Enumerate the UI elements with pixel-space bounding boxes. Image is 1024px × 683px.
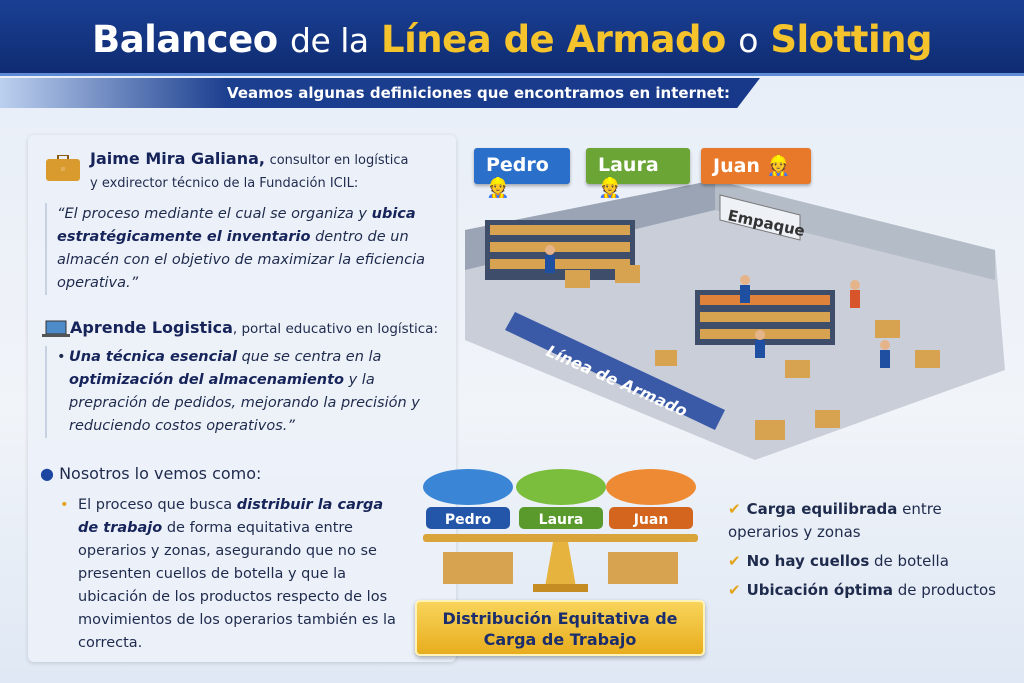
operator-tag-pedro: Pedro 👷 [474,148,570,199]
pie-pedro: Pedro [423,469,513,529]
shelves [485,220,940,440]
svg-text:Pedro: Pedro [445,512,492,528]
header-banner [0,0,1024,76]
pie-juan: Juan [606,469,696,529]
svg-text:Laura: Laura [539,512,584,528]
subtitle: Veamos algunas definiciones que encontra… [227,84,730,102]
pie-laura: Laura [516,469,606,529]
operator-tag-juan: Juan 👷 [701,148,811,184]
benefit-item: ✔Ubicación óptima de productos [728,581,996,599]
ours-heading: ● Nosotros lo vemos como: [40,464,262,483]
source2-header: Aprende Logistica, portal educativo en l… [70,318,438,337]
definitions-panel [28,135,456,662]
briefcase-icon [46,155,80,181]
check-icon: ✔ [728,581,741,599]
worker-avatar-icon: 👷 [766,155,791,177]
workers [545,245,890,368]
benefit-item: ✔Carga equilibrada entre operarios y zon… [728,500,942,541]
operator-tag-laura: Laura 👷 [586,148,690,199]
balance-scale-illustration: Pedro Laura Juan [423,469,698,592]
ours-text: •El proceso que busca distribuir la carg… [60,497,396,651]
worker-avatar-icon: 👷 [598,177,622,199]
page-title: Balanceo de la Línea de Armado o Slottin… [92,18,932,61]
benefit-item: ✔No hay cuellos de botella [728,552,949,570]
check-icon: ✔ [728,500,741,518]
scale-label-box: Distribución Equitativa de Carga de Trab… [415,600,705,656]
worker-avatar-icon: 👷 [486,177,510,199]
check-icon: ✔ [728,552,741,570]
source1-quote: “El proceso mediante el cual se organiza… [45,203,445,295]
laptop-icon [42,320,70,337]
source1-header: Jaime Mira Galiana, consultor en logísti… [90,149,409,191]
subtitle-band: Veamos algunas definiciones que encontra… [0,78,760,108]
warehouse-illustration: Línea de Armado Empaque [465,180,1005,460]
svg-text:Juan: Juan [633,512,669,528]
source2-quote: •Una técnica esencial que se centra en l… [45,346,445,438]
